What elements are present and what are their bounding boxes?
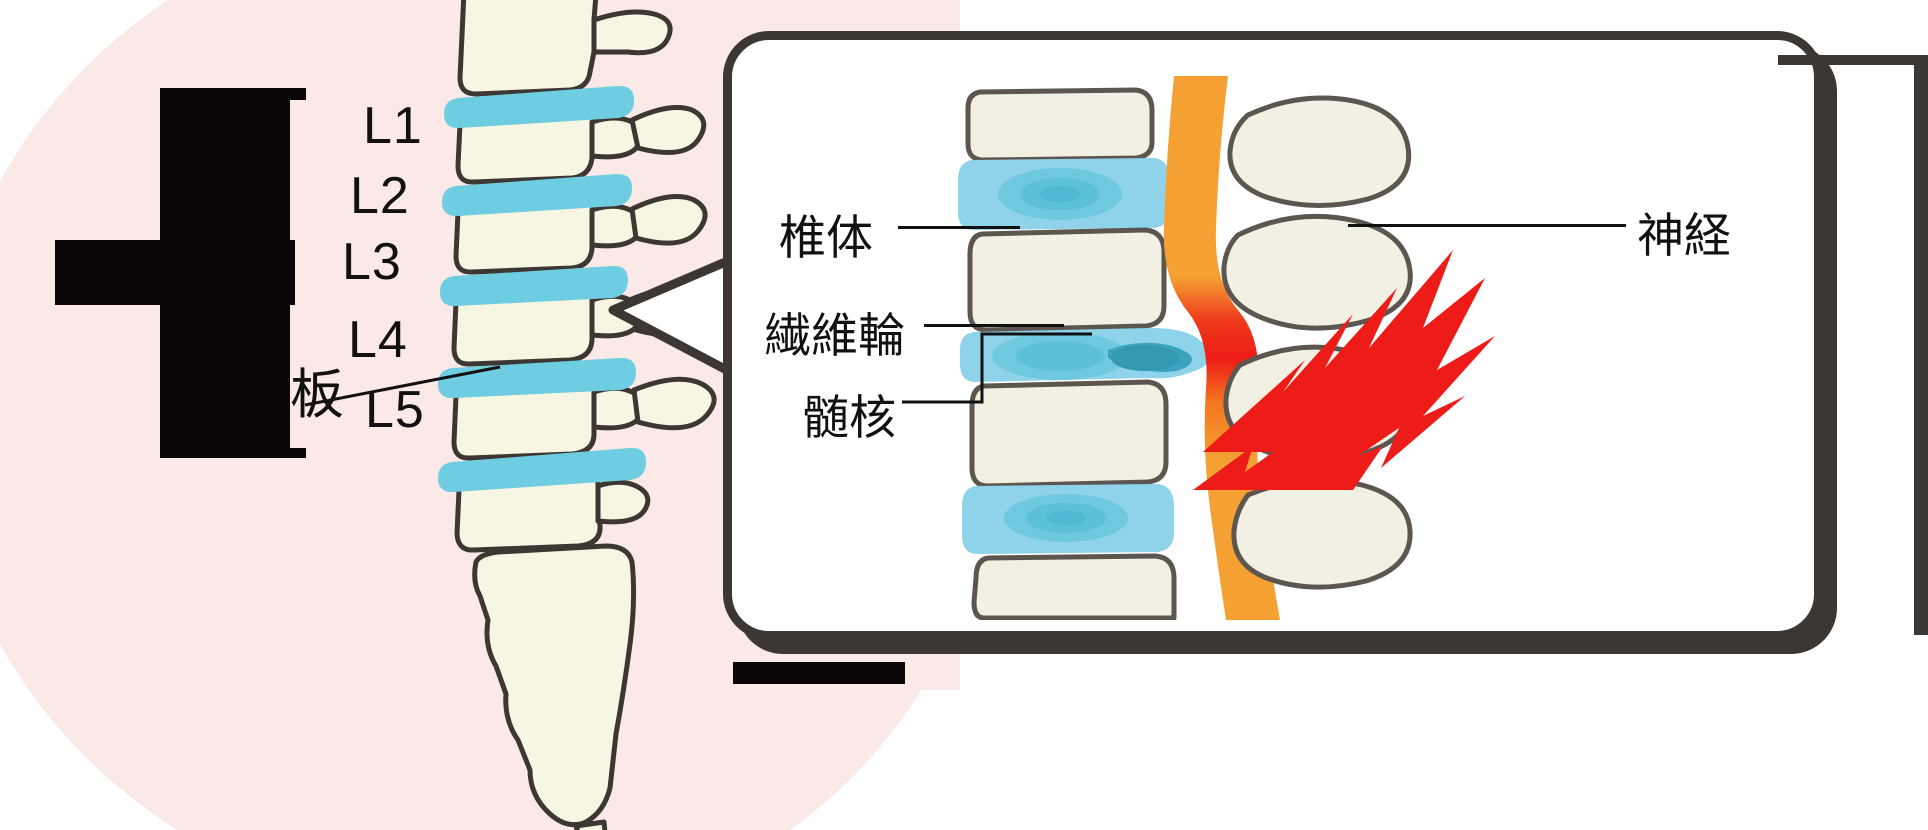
pain-lightning-icon [1193,250,1495,490]
leader-line-annulus-fibrosus [924,324,1064,327]
occlusion-block-bottom [733,662,905,684]
vertebra-label-l4: L4 [348,311,408,369]
vertebra-label-l2: L2 [350,167,410,225]
label-nerve: 神経 [1637,209,1731,264]
vertebra-label-l1: L1 [363,97,423,155]
leader-line-vertebral-body [898,226,1020,229]
occlusion-tick-bottom [270,448,306,458]
label-vertebral-body: 椎体 [779,211,873,266]
occlusion-tick-top [270,88,306,100]
label-annulus-fibrosus: 繊維輪 [764,309,905,364]
right-frame-top-edge [1778,55,1928,65]
leader-line-nerve [1348,224,1626,227]
label-nucleus-pulposus: 髄核 [802,391,896,446]
vertebra-label-l3: L3 [342,233,402,291]
occlusion-block-middle [55,240,295,305]
intervertebral-disc-leader-line [304,365,501,407]
right-frame-edge [1914,55,1928,635]
herniated-disc-detail-illustration [958,87,1210,620]
leader-line-nucleus-pulposus [902,332,1092,404]
